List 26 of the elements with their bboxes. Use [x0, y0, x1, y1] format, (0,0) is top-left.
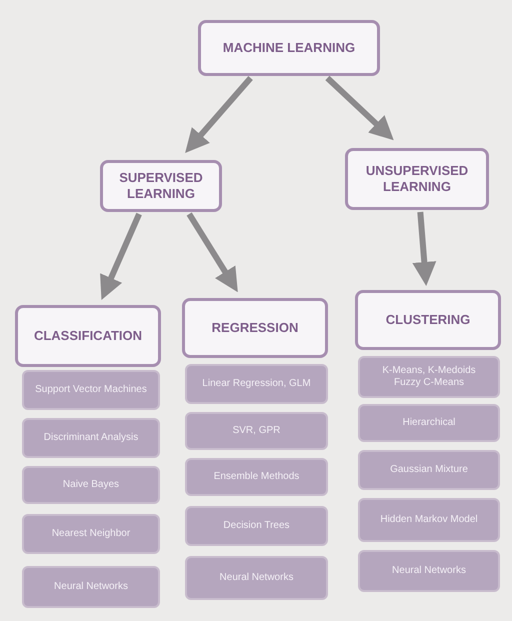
method-box: Naive Bayes: [22, 466, 160, 504]
method-box: Neural Networks: [358, 550, 500, 592]
method-box: Hierarchical: [358, 404, 500, 442]
category-box: REGRESSION: [182, 298, 328, 358]
method-box: Hidden Markov Model: [358, 498, 500, 542]
category-box: MACHINE LEARNING: [198, 20, 380, 76]
category-box: CLASSIFICATION: [15, 305, 161, 367]
arrow: [185, 76, 253, 154]
category-box: CLUSTERING: [355, 290, 501, 350]
arrow: [325, 76, 394, 140]
method-box: SVR, GPR: [185, 412, 328, 450]
arrow: [186, 212, 238, 292]
category-box: SUPERVISED LEARNING: [100, 160, 222, 212]
category-box: UNSUPERVISED LEARNING: [345, 148, 489, 210]
method-box: Ensemble Methods: [185, 458, 328, 496]
method-box: K-Means, K-Medoids Fuzzy C-Means: [358, 356, 500, 398]
arrow: [100, 212, 142, 300]
method-box: Neural Networks: [22, 566, 160, 608]
method-box: Linear Regression, GLM: [185, 364, 328, 404]
method-box: Neural Networks: [185, 556, 328, 600]
method-box: Decision Trees: [185, 506, 328, 546]
method-box: Gaussian Mixture: [358, 450, 500, 490]
method-box: Nearest Neighbor: [22, 514, 160, 554]
method-box: Discriminant Analysis: [22, 418, 160, 458]
method-box: Support Vector Machines: [22, 370, 160, 410]
arrow: [412, 212, 436, 286]
